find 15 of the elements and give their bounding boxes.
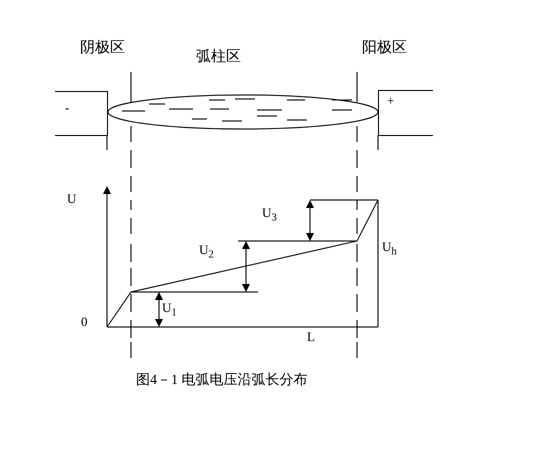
axis-label: 0 (81, 314, 88, 329)
polarity-sign: - (65, 100, 70, 115)
polarity-sign: + (387, 93, 394, 108)
region-label: 阳极区 (362, 40, 407, 55)
cathode-block (55, 91, 108, 136)
voltage-label: U$_{h}$ (382, 239, 397, 260)
region-label: 阴极区 (80, 40, 125, 55)
region-label: 弧柱区 (196, 49, 241, 64)
axis-label: U (67, 191, 76, 206)
voltage-label: U$_{2}$ (199, 242, 214, 263)
axis-label: L (307, 329, 315, 344)
anode-block (378, 90, 433, 136)
figure-caption: 图4－1 电弧电压沿弧长分布 (136, 373, 308, 388)
voltage-label: U$_{3}$ (262, 205, 277, 226)
voltage-label: U$_{1}$ (162, 300, 177, 321)
